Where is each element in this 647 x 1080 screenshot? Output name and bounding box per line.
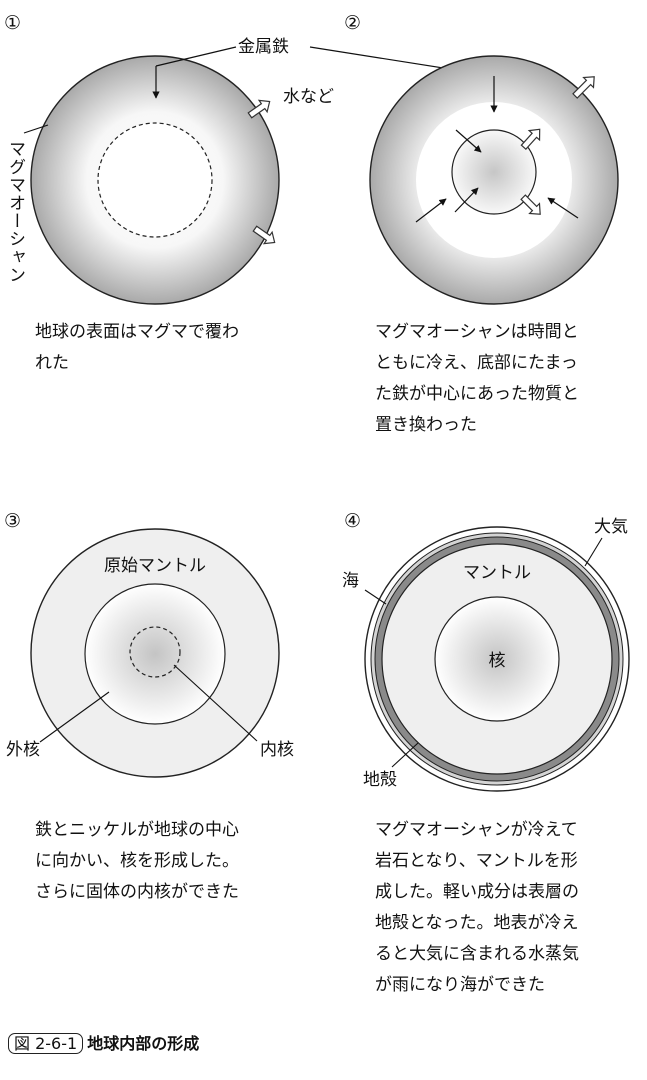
inner-core-label: 内核	[260, 740, 294, 760]
primitive-mantle-label: 原始マントル	[104, 556, 206, 576]
inward-arrow	[547, 197, 579, 219]
ocean-label: 海	[342, 571, 359, 591]
water-label: 水など	[283, 87, 334, 107]
panel-2-number: ②	[344, 12, 361, 34]
inward-arrow	[454, 187, 479, 213]
ocean-leader	[364, 589, 387, 605]
panel-2: ②	[344, 12, 619, 305]
iron-label: 金属鉄	[238, 37, 289, 57]
caption-line: 置き換わった	[375, 415, 477, 435]
outflow-arrow	[252, 225, 276, 245]
outflow-arrow	[520, 128, 541, 151]
caption-line: 地球の表面はマグマで覆わ	[35, 322, 239, 342]
inner-core-leader	[173, 664, 258, 742]
inner-core	[129, 626, 181, 678]
crust-leader	[391, 742, 419, 768]
panel-3: ③ 原始マントル 外核 内核	[4, 510, 294, 778]
caption-line: が雨になり海ができた	[375, 975, 545, 995]
dashed-interior-circle	[97, 122, 213, 238]
caption-line: ともに冷え、底部にたまっ	[375, 353, 578, 373]
atmosphere-leader	[584, 537, 603, 567]
caption-line: マグマオーシャンは時間と	[375, 322, 579, 342]
caption-line: に向かい、核を形成した。	[35, 851, 239, 871]
panel-1: ① 金属鉄 水など マグマオーシャン	[4, 12, 495, 305]
core	[434, 596, 560, 722]
figure-number: 図 2-6-1	[8, 1033, 84, 1054]
caption-line: た鉄が中心にあった物質と	[375, 384, 579, 404]
outer-core-label: 外核	[6, 740, 40, 760]
inward-arrow	[415, 198, 447, 223]
mantle-label: マントル	[463, 563, 531, 583]
caption-line: 成した。軽い成分は表層の	[375, 882, 579, 902]
panel-1-caption: 地球の表面はマグマで覆わ れた	[35, 317, 239, 379]
outflow-arrow	[520, 194, 541, 215]
water-release-arrow	[247, 99, 271, 119]
core-label: 核	[489, 651, 506, 671]
panel-2-caption: マグマオーシャンは時間と ともに冷え、底部にたまっ た鉄が中心にあった物質と 置…	[375, 317, 579, 441]
caption-line: 鉄とニッケルが地球の中心	[35, 820, 239, 840]
magma-ocean-label: マグマオーシャン	[5, 140, 25, 284]
caption-line: さらに固体の内核ができた	[35, 882, 239, 902]
caption-line: ると大気に含まれる水蒸気	[375, 944, 579, 964]
outflow-arrow	[572, 76, 595, 99]
outer-core-leader	[39, 691, 110, 743]
magma-ocean-leader	[23, 124, 49, 134]
outer-core	[84, 583, 226, 725]
panel-3-caption: 鉄とニッケルが地球の中心 に向かい、核を形成した。 さらに固体の内核ができた	[35, 815, 239, 908]
panel-3-number: ③	[4, 510, 21, 532]
caption-line: 岩石となり、マントルを形	[375, 851, 578, 871]
caption-line: マグマオーシャンが冷えて	[375, 820, 578, 840]
iron-leader-line	[155, 46, 237, 67]
atmosphere-label: 大気	[594, 517, 628, 537]
panel-4-number: ④	[344, 510, 361, 532]
inward-arrow	[455, 129, 482, 153]
panel-4: ④ マントル 核 大気 海 地殻	[342, 510, 630, 792]
crust-label: 地殻	[363, 770, 397, 790]
figure-title: 地球内部の形成	[87, 1034, 200, 1053]
caption-line: 地殻となった。地表が冷え	[375, 913, 579, 933]
panel-1-number: ①	[4, 12, 21, 34]
panel-4-caption: マグマオーシャンが冷えて 岩石となり、マントルを形 成した。軽い成分は表層の 地…	[375, 815, 579, 1001]
caption-line: れた	[35, 353, 69, 373]
